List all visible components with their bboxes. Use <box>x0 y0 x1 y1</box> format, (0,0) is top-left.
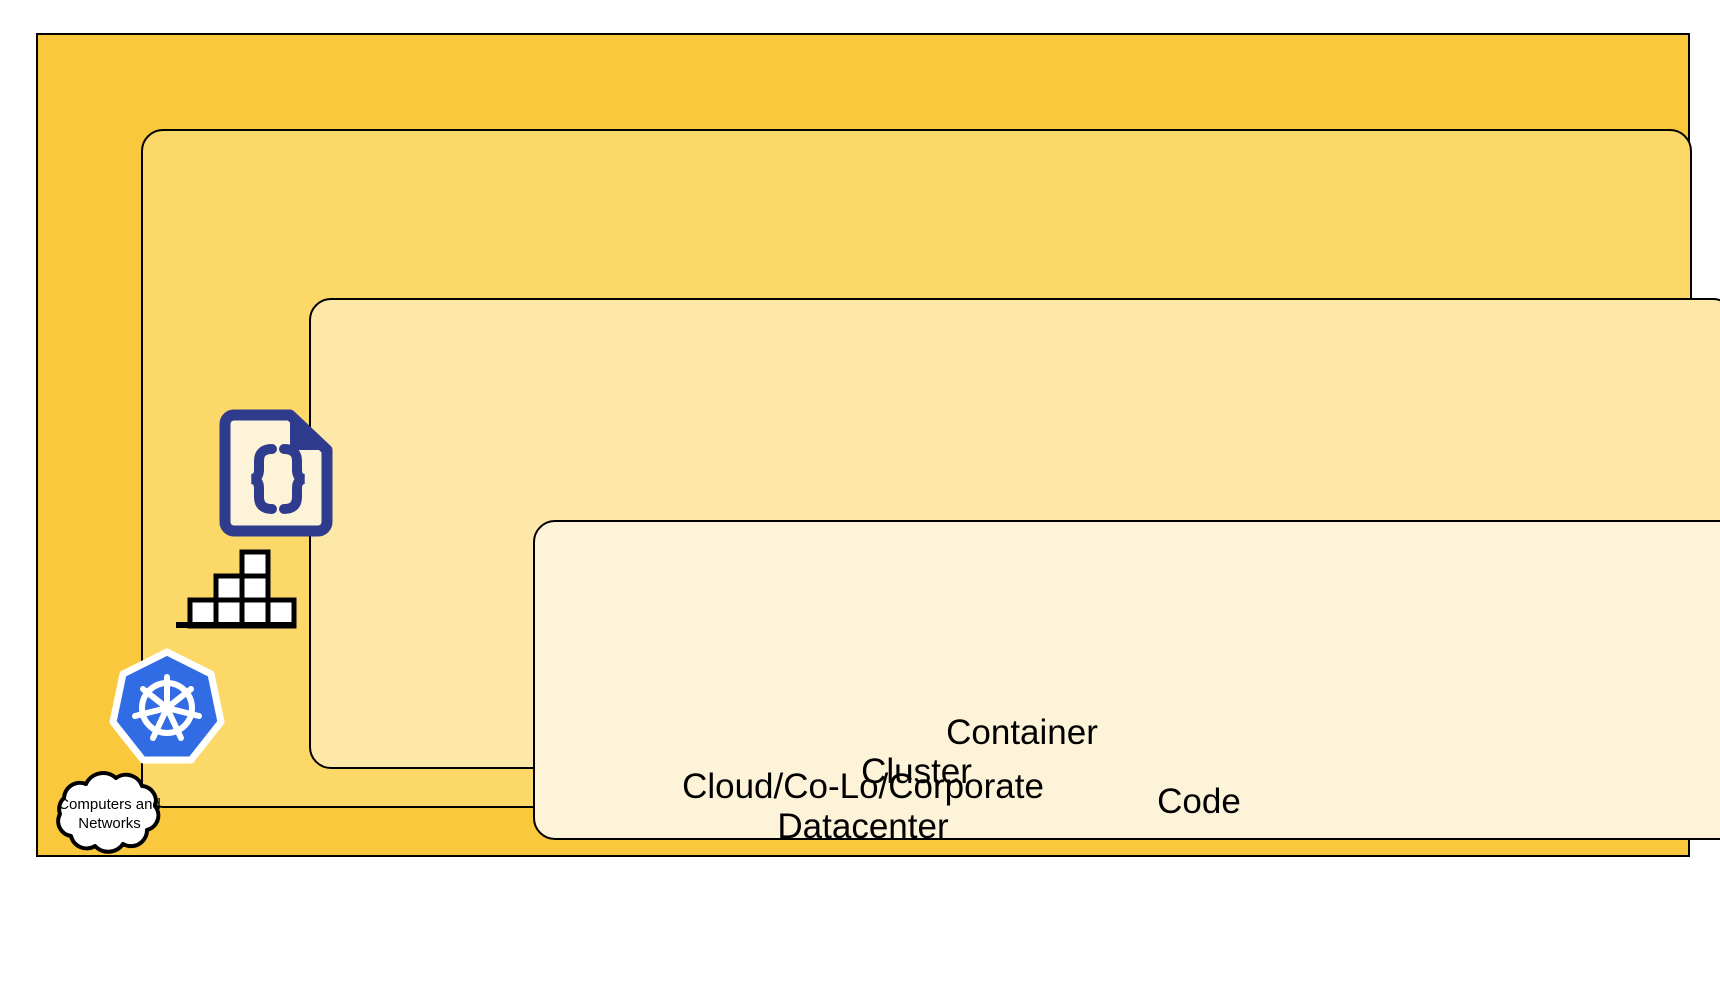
cloud-icon[interactable]: Computers and Networks <box>32 768 187 860</box>
layer-datacenter[interactable]: Code Container Cluster Cloud/Co-Lo/Corpo… <box>36 33 1720 857</box>
layer-code[interactable]: Code <box>533 520 1720 840</box>
kubernetes-icon <box>109 648 225 764</box>
layer-cluster[interactable]: Code Container Cluster <box>141 129 1720 840</box>
container-blocks-icon <box>168 549 297 629</box>
layer-label-code: Code <box>1157 782 1241 821</box>
code-document-icon <box>219 409 333 537</box>
layer-container[interactable]: Code Container <box>309 298 1720 840</box>
